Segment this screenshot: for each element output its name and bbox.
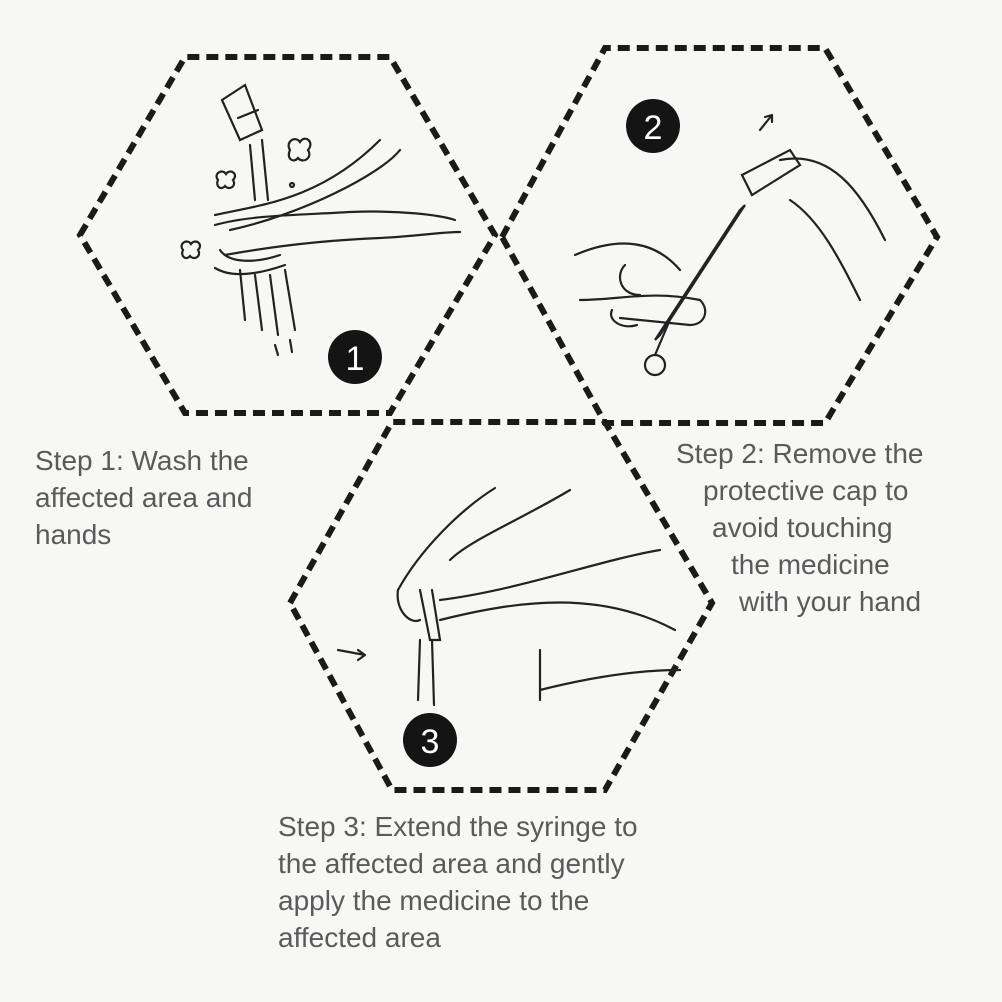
svg-text:1: 1 [346, 340, 365, 378]
step-3-hexagon [286, 419, 716, 793]
svg-text:2: 2 [644, 109, 663, 147]
step-3-caption: Step 3: Extend the syringe to the affect… [278, 808, 638, 956]
caption-line: Step 3: Extend the syringe to [278, 811, 638, 842]
caption-line: affected area [278, 922, 441, 953]
caption-line: the medicine [731, 549, 890, 580]
caption-line: hands [35, 519, 112, 550]
caption-line: the affected area and gently [278, 848, 625, 879]
caption-line: protective cap to [703, 475, 909, 506]
apply-medicine-illustration [336, 486, 682, 707]
step-2-caption: Step 2: Remove the protective cap to avo… [676, 435, 923, 620]
step-1-caption: Step 1: Wash the affected area and hands [35, 442, 252, 553]
caption-line: with your hand [739, 586, 922, 617]
step-2-number-badge: 2 [626, 99, 680, 153]
hand-washing-illustration [180, 83, 462, 357]
caption-line: Step 2: Remove the [676, 438, 924, 469]
caption-line: avoid touching [712, 512, 893, 543]
caption-line: apply the medicine to the [278, 885, 590, 916]
step-1-hexagon [76, 54, 499, 416]
remove-cap-illustration [573, 113, 887, 377]
step-2-hexagon [498, 45, 941, 426]
svg-text:3: 3 [421, 723, 440, 761]
caption-line: Step 1: Wash the [35, 445, 249, 476]
step-1-number-badge: 1 [328, 330, 382, 384]
caption-line: affected area and [35, 482, 253, 513]
step-3-number-badge: 3 [403, 713, 457, 767]
